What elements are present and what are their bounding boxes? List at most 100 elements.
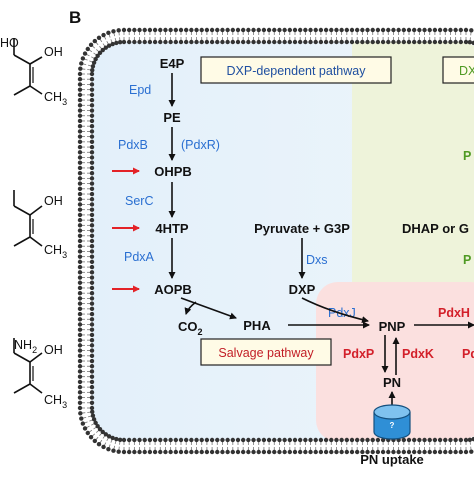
lipid-head (90, 307, 94, 311)
lipid-head (78, 166, 82, 170)
lipid-head (90, 244, 94, 248)
lipid-head (79, 416, 83, 420)
enzyme-pdxa: PdxA (124, 250, 155, 264)
lipid-head (90, 286, 94, 290)
lipid-head (90, 218, 94, 222)
metabolite-pha: PHA (243, 318, 271, 333)
lipid-head (78, 296, 82, 300)
lipid-head (90, 166, 94, 170)
lipid-head (90, 265, 94, 269)
lipid-head (81, 421, 85, 425)
lipid-head (433, 40, 437, 44)
lipid-head (417, 28, 421, 32)
lipid-head (90, 249, 94, 253)
enzyme-pdxr: (PdxR) (181, 138, 220, 152)
lipid-head (314, 438, 318, 442)
lipid-head (78, 93, 82, 97)
lipid-head (381, 28, 385, 32)
lipid-head (168, 40, 172, 44)
lipid-head (241, 28, 245, 32)
enzyme-serc: SerC (125, 194, 153, 208)
lipid-head (90, 176, 94, 180)
lipid-head (118, 438, 122, 442)
lipid-head (469, 28, 473, 32)
lipid-head (78, 171, 82, 175)
lipid-head (78, 244, 82, 248)
lipid-head (391, 28, 395, 32)
lipid-head (220, 28, 224, 32)
lipid-head (78, 322, 82, 326)
lipid-head (428, 28, 432, 32)
lipid-head (251, 450, 255, 454)
lipid-head (329, 28, 333, 32)
lipid-head (438, 40, 442, 44)
lipid-head (132, 450, 136, 454)
lipid-head (308, 28, 312, 32)
lipid-head (91, 413, 95, 417)
lipid-head (90, 281, 94, 285)
lipid-head (262, 438, 266, 442)
lipid-head (210, 450, 214, 454)
lipid-head (132, 28, 136, 32)
lipid-head (428, 450, 432, 454)
lipid-head (220, 438, 224, 442)
lipid-head (153, 40, 157, 44)
lipid-head (334, 40, 338, 44)
lipid-head (205, 438, 209, 442)
lipid-head (407, 28, 411, 32)
lipid-head (106, 31, 110, 35)
lipid-head (86, 431, 90, 435)
lipid-head (334, 438, 338, 442)
lipid-head (339, 28, 343, 32)
lipid-head (371, 28, 375, 32)
lipid-head (448, 40, 452, 44)
lipid-head (464, 40, 468, 44)
lipid-head (163, 450, 167, 454)
lipid-head (448, 450, 452, 454)
metabolite-pnp: PNP (379, 319, 406, 334)
lipid-head (381, 40, 385, 44)
lipid-head (308, 438, 312, 442)
lipid-head (90, 82, 94, 86)
metabolite-dxp: DXP (289, 282, 316, 297)
lipid-head (78, 270, 82, 274)
lipid-head (459, 438, 463, 442)
lipid-head (90, 390, 94, 394)
lipid-head (443, 450, 447, 454)
lipid-head (417, 40, 421, 44)
lipid-head (90, 296, 94, 300)
structure-top: HO OH CH3 (0, 36, 67, 107)
lipid-head (246, 40, 250, 44)
transporter-symbol: ? (390, 421, 395, 430)
enzyme-pdxj: PdxJ (328, 306, 356, 320)
metabolite-ohpb: OHPB (154, 164, 192, 179)
metabolite-dhap: DHAP or G (402, 221, 469, 236)
lipid-head (78, 119, 82, 123)
lipid-head (469, 449, 473, 453)
lipid-head (90, 119, 94, 123)
lipid-head (78, 354, 82, 358)
lipid-head (376, 40, 380, 44)
lipid-head (90, 161, 94, 165)
lipid-head (122, 450, 126, 454)
lipid-head (90, 114, 94, 118)
lipid-head (90, 410, 94, 414)
lipid-head (90, 134, 94, 138)
lipid-head (412, 40, 416, 44)
lipid-head (153, 438, 157, 442)
lipid-head (210, 438, 214, 442)
lipid-head (174, 438, 178, 442)
enzyme-dxs: Dxs (306, 253, 328, 267)
lipid-head (453, 28, 457, 32)
lipid-head (262, 40, 266, 44)
structure-top-ch3: CH3 (44, 90, 67, 107)
lipid-head (78, 338, 82, 342)
lipid-head (179, 438, 183, 442)
lipid-head (93, 39, 97, 43)
lipid-head (350, 438, 354, 442)
lipid-head (90, 338, 94, 342)
lipid-head (272, 28, 276, 32)
lipid-head (78, 239, 82, 243)
lipid-head (293, 40, 297, 44)
lipid-head (267, 438, 271, 442)
